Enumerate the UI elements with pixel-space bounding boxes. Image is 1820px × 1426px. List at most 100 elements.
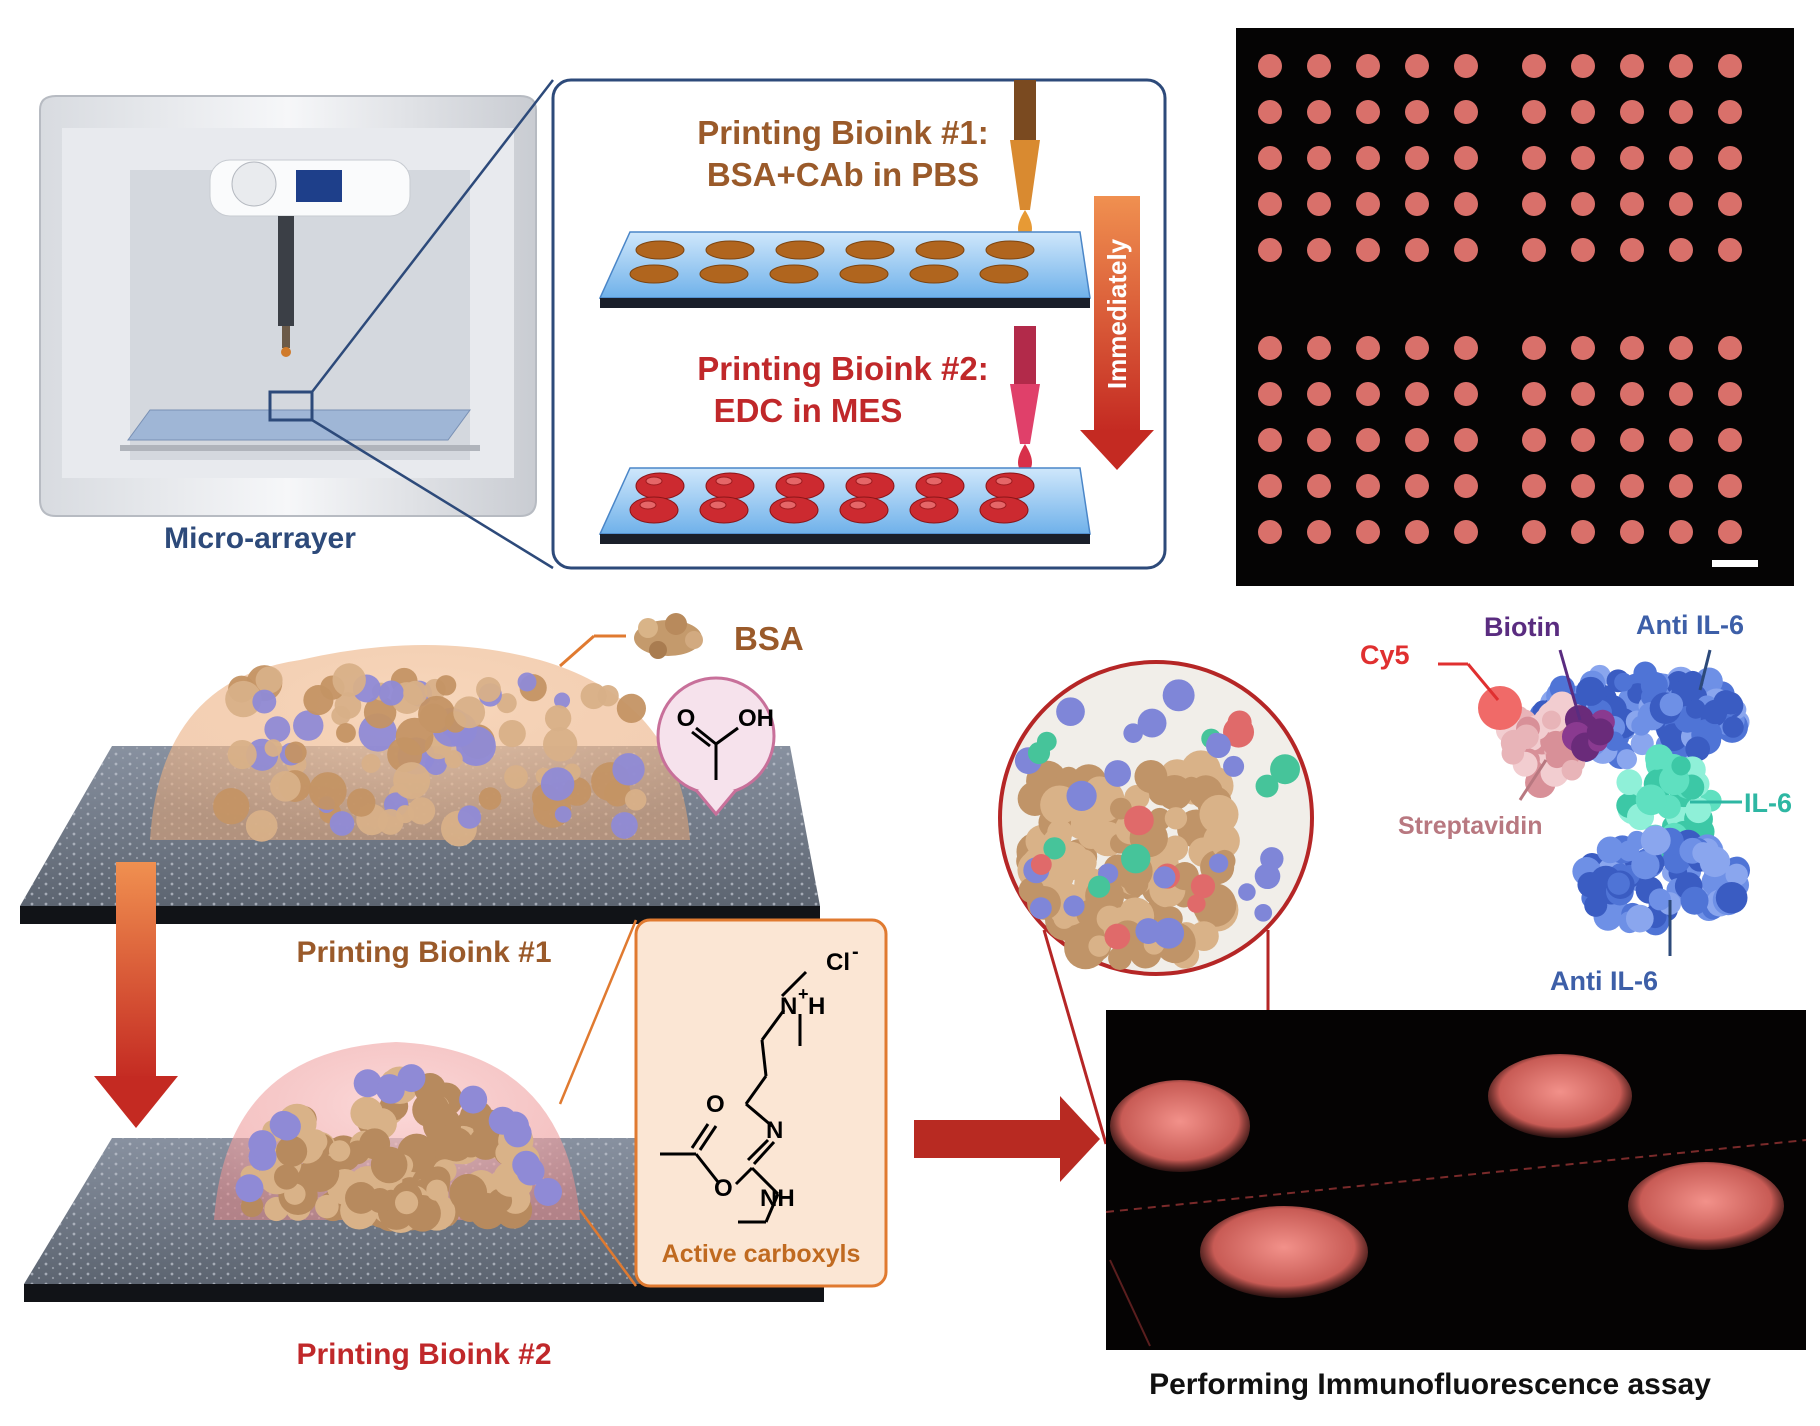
- il6-blob: [1671, 756, 1691, 776]
- droplet: [915, 472, 965, 500]
- right-arrow: [914, 1096, 1100, 1182]
- array-spot: [1669, 382, 1693, 406]
- array-spot: [1454, 382, 1478, 406]
- array-spot: [1620, 238, 1644, 262]
- droplet-highlight: [639, 500, 657, 510]
- streptavidin-leader: [1518, 759, 1548, 801]
- array-spot: [1307, 54, 1331, 78]
- droplet: [909, 496, 959, 524]
- array-spot: [1571, 192, 1595, 216]
- droplet-highlight: [849, 500, 867, 510]
- droplet-highlight: [709, 500, 727, 510]
- array-spot: [1718, 192, 1742, 216]
- droplet: [629, 496, 679, 524]
- bsa-blob: [476, 676, 501, 702]
- array-spot: [1571, 146, 1595, 170]
- droplet: [979, 496, 1029, 524]
- anti-il6-bottom-blob: [1584, 893, 1608, 917]
- anti-il6-bottom-blob: [1607, 872, 1630, 895]
- array-spot: [1356, 238, 1380, 262]
- array-spot: [1620, 146, 1644, 170]
- edc-n-plus: N: [780, 993, 797, 1020]
- antibody-blob: [457, 805, 482, 829]
- array-spot: [1522, 100, 1546, 124]
- anti-il6-top-blob: [1685, 736, 1711, 762]
- array-spot: [1258, 100, 1282, 124]
- antibody-blob: [1030, 854, 1052, 875]
- antibody-blob: [517, 672, 537, 692]
- array-spot: [1405, 474, 1429, 498]
- bsa-blob: [444, 750, 463, 769]
- droplet: [985, 472, 1035, 500]
- depth-guide-line: [1105, 1139, 1807, 1213]
- droplet: [635, 240, 685, 260]
- edc-plus: +: [798, 984, 809, 1004]
- bsa-blob: [449, 1173, 488, 1212]
- array-spot: [1356, 146, 1380, 170]
- array-spot: [1356, 474, 1380, 498]
- bsa-blob: [1188, 921, 1219, 952]
- il6-blob: [1685, 797, 1712, 824]
- array-spot: [1669, 428, 1693, 452]
- antibody-blob: [540, 767, 575, 801]
- bsa-blob: [604, 779, 631, 807]
- array-spot: [1258, 54, 1282, 78]
- array-spot: [1454, 100, 1478, 124]
- array-spot: [1620, 54, 1644, 78]
- antibody-blob: [1254, 903, 1273, 922]
- array-spot: [1405, 428, 1429, 452]
- array-spot: [1258, 238, 1282, 262]
- antibody-blob: [1043, 837, 1066, 860]
- antibody-blob: [1056, 697, 1085, 727]
- array-spot: [1307, 100, 1331, 124]
- antibody-blob: [378, 680, 404, 706]
- droplet-highlight: [785, 476, 803, 486]
- array-spot: [1669, 474, 1693, 498]
- antibody-blob: [1063, 895, 1085, 917]
- bsa-blob: [428, 1101, 454, 1127]
- array-spot: [1669, 336, 1693, 360]
- bsa-blob: [1064, 933, 1085, 954]
- array-spot: [1405, 336, 1429, 360]
- array-spot: [1405, 54, 1429, 78]
- carboxyl-oh: OH: [738, 705, 774, 732]
- antibody-blob: [1124, 805, 1154, 836]
- array-spot: [1405, 146, 1429, 170]
- fluorescent-spot-2: [1488, 1054, 1632, 1138]
- anti-il6-bottom-blob: [1680, 886, 1709, 915]
- bsa-leader-line: [559, 634, 595, 668]
- array-spot: [1571, 336, 1595, 360]
- anti-il6-bottom-blob: [1618, 840, 1640, 862]
- bsa-blob: [543, 727, 578, 762]
- array-spot: [1669, 520, 1693, 544]
- antibody-blob: [329, 811, 355, 836]
- anti-il6-bottom-blob: [1577, 871, 1603, 898]
- anti-il6-bottom-blob: [1596, 836, 1624, 864]
- array-spot: [1258, 146, 1282, 170]
- active-carboxyls-label: Active carboxyls: [662, 1240, 861, 1268]
- array-spot: [1571, 100, 1595, 124]
- droplet: [775, 472, 825, 500]
- array-spot: [1307, 238, 1331, 262]
- anti-il6-top-blob: [1616, 749, 1637, 770]
- bsa-blob: [1108, 946, 1132, 970]
- antibody-blob: [235, 1174, 264, 1203]
- array-spot: [1307, 428, 1331, 452]
- array-spot: [1571, 238, 1595, 262]
- array-spot: [1356, 54, 1380, 78]
- array-spot: [1522, 382, 1546, 406]
- array-spot: [1356, 336, 1380, 360]
- bsa-blob: [1134, 760, 1168, 793]
- printing-inset-box: [551, 78, 1167, 570]
- anti-il6-bottom-blob: [1715, 881, 1748, 914]
- antibody-blob: [1190, 874, 1216, 899]
- bsa-blob: [616, 693, 646, 723]
- antibody-blob: [1238, 883, 1256, 901]
- antibody-blob: [1162, 679, 1195, 712]
- bsa-blob: [328, 1140, 351, 1162]
- edc-structure: [660, 970, 808, 1224]
- array-spot: [1620, 382, 1644, 406]
- step1-subtitle: BSA+CAb in PBS: [707, 156, 979, 193]
- bsa-blob: [274, 1164, 300, 1190]
